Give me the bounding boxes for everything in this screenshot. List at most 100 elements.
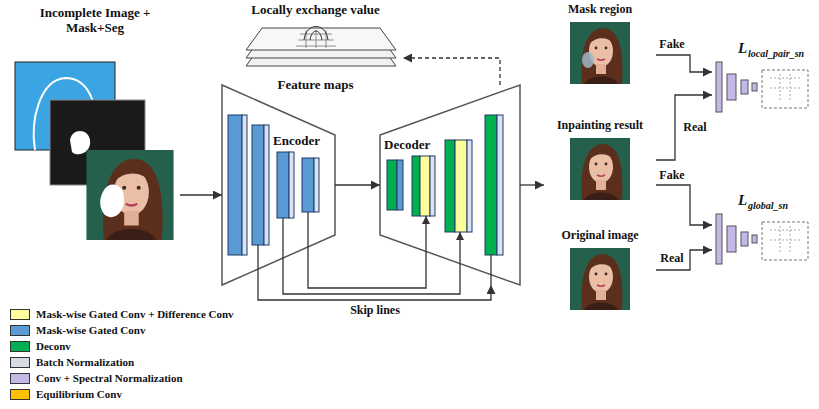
discriminator: Lglobal_sn: [712, 192, 814, 267]
edge-label: Skip lines: [348, 304, 402, 318]
connector: [403, 58, 500, 85]
legend-swatch: [10, 389, 30, 400]
decoder-shape: [445, 140, 455, 232]
input-image-stack: [86, 150, 173, 240]
decoder-shape: [397, 160, 403, 210]
edge-label: Fake: [657, 38, 686, 52]
encoder-shape: [302, 158, 314, 212]
discriminator: Llocal_pair_sn: [712, 40, 814, 115]
node-text: global_sn: [748, 200, 788, 212]
encoder-shape: [289, 152, 294, 218]
encoder-shape: [222, 85, 335, 285]
legend-text: Conv + Spectral Normalization: [36, 372, 183, 385]
discriminator-local: [716, 62, 808, 112]
node-text: Locally exchange value: [251, 3, 380, 18]
connector: [335, 184, 380, 185]
legend-swatch: [10, 325, 30, 336]
output-images: [582, 52, 594, 68]
edge-label: Real: [681, 121, 708, 135]
decoder-block: Decoder: [380, 85, 520, 285]
feature-map-planes: [296, 30, 336, 48]
node-text: Decoder: [384, 138, 430, 153]
encoder-shape: [242, 115, 247, 255]
input-image-stack: [15, 62, 174, 240]
decoder-shape: [412, 156, 420, 216]
legend-text: Mask-wise Gated Conv + Difference Conv: [36, 308, 234, 321]
decoder-shape: [420, 156, 430, 216]
node-text: Mask region: [568, 3, 632, 17]
discriminator-global: [727, 226, 736, 252]
discriminator-global: [752, 235, 757, 243]
legend-swatch: [10, 357, 30, 368]
input-image-stack: [100, 184, 124, 217]
discriminator-global: [741, 232, 748, 246]
discriminator-local: [752, 83, 757, 91]
legend-row: Deconv: [10, 338, 234, 354]
encoder-shape: [264, 125, 269, 245]
encoder-shape: [222, 85, 335, 285]
edge-label: Real: [658, 252, 685, 266]
decoder-shape: [380, 85, 520, 285]
decoder-shape: [387, 160, 397, 210]
legend-text: Equilibrium Conv: [36, 388, 122, 401]
node-text: local_pair_sn: [748, 48, 804, 60]
node-text: Encoder: [273, 134, 320, 149]
legend-text: Mask-wise Gated Conv: [36, 324, 145, 337]
feature-map-planes: [246, 28, 396, 50]
connector: [656, 185, 712, 225]
decoder-shape: [380, 85, 520, 285]
discriminator-global: [716, 214, 808, 264]
legend-text: Batch Normalization: [36, 356, 134, 369]
node-text: Inpainting result: [557, 119, 643, 133]
legend-swatch: [10, 341, 30, 352]
discriminator-global: [770, 226, 800, 252]
feature-map-planes: [304, 27, 328, 41]
decoder-shape: [455, 140, 467, 232]
discriminator-local: [770, 74, 800, 100]
image-panel: Mask region: [544, 2, 656, 88]
discriminator-local: [741, 80, 748, 94]
encoder-shape: [228, 115, 242, 255]
node-text: L: [738, 40, 747, 57]
skip-line-wires: [283, 218, 460, 294]
encoder-block: Encoder: [222, 85, 335, 285]
legend-swatch: [10, 373, 30, 384]
legend-swatch: [10, 309, 30, 320]
legend-row: Mask-wise Gated Conv: [10, 322, 234, 338]
connector: [180, 194, 222, 195]
output-images: [570, 248, 630, 310]
decoder-shape: [467, 140, 472, 232]
decoder-shape: [485, 115, 497, 255]
discriminator-global: [716, 214, 722, 264]
feature-map-planes: [310, 31, 322, 40]
connector: [258, 285, 491, 300]
image-panel: Original image: [544, 228, 656, 314]
skip-line-wires: [257, 245, 258, 285]
discriminator-local: [727, 74, 736, 100]
skip-line-wires: [308, 212, 426, 288]
node-text: Feature maps: [278, 78, 354, 93]
image-panel: Inpainting result: [544, 118, 656, 204]
encoder-shape: [277, 152, 289, 218]
decoder-shape: [430, 156, 435, 216]
skip-line-wires: [490, 255, 491, 285]
output-images: [570, 22, 630, 84]
legend-row: Equilibrium Conv: [10, 386, 234, 402]
edge-label: Fake: [657, 169, 686, 183]
legend-row: Batch Normalization: [10, 354, 234, 370]
output-images: [570, 138, 630, 200]
legend-row: Mask-wise Gated Conv + Difference Conv: [10, 306, 234, 322]
connector: [520, 184, 544, 185]
discriminator-local: [762, 70, 808, 108]
encoder-shape: [314, 158, 319, 212]
input-image-stack: Incomplete Image + Mask+Seg: [10, 4, 180, 244]
connector: [656, 95, 712, 160]
legend-row: Conv + Spectral Normalization: [10, 370, 234, 386]
connector: [656, 250, 712, 270]
legend-text: Deconv: [36, 340, 71, 353]
output-images: [570, 22, 630, 310]
discriminator-global: [762, 222, 808, 260]
